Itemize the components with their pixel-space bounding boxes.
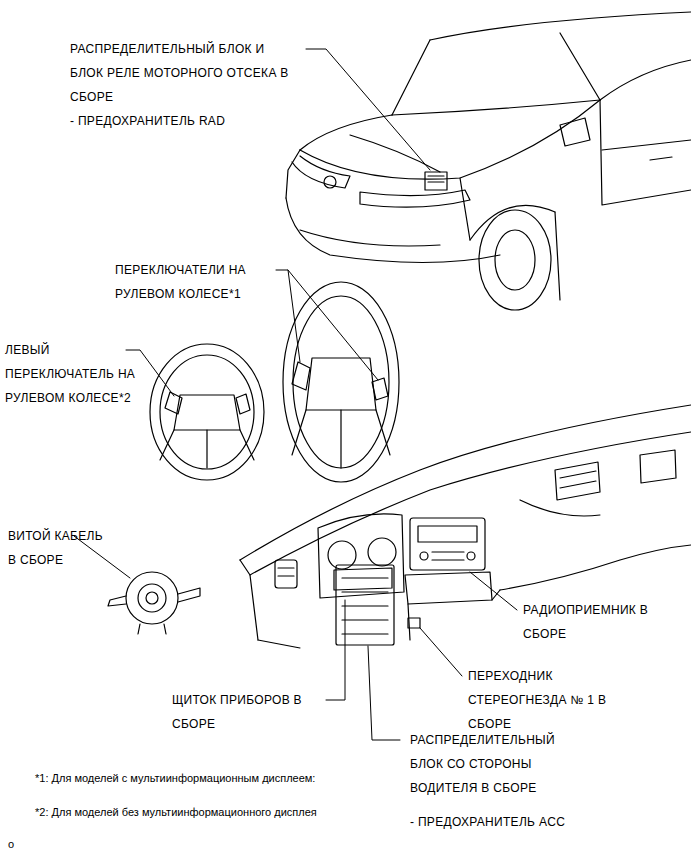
part-name: ПЕРЕХОДНИК СТЕРЕОГНЕЗДА № 1 В СБОРЕ xyxy=(468,664,632,736)
footnote: *2: Для моделей без мультиинформационног… xyxy=(35,804,317,820)
footnote: *1: Для моделей с мультиинформационным д… xyxy=(35,770,315,786)
part-name: РАСПРЕДЕЛИТЕЛЬНЫЙ БЛОК СО СТОРОНЫ ВОДИТЕ… xyxy=(410,728,566,800)
part-name: - ПРЕДОХРАНИТЕЛЬ ACC xyxy=(410,810,565,834)
dashboard xyxy=(240,405,691,648)
part-name: ЛЕВЫЙ ПЕРЕКЛЮЧАТЕЛЬ НА РУЛЕВОМ КОЛЕСЕ*2 xyxy=(5,338,151,410)
part-name: - ПРЕДОХРАНИТЕЛЬ RAD xyxy=(70,109,225,133)
steering-wheel xyxy=(150,344,264,480)
part-name: РАСПРЕДЕЛИТЕЛЬНЫЙ БЛОК И БЛОК РЕЛЕ МОТОР… xyxy=(70,37,298,109)
steering-wheel xyxy=(283,282,399,482)
vehicle-drawing xyxy=(286,12,691,310)
part-name: РАДИОПРИЕМНИК В СБОРЕ xyxy=(523,598,667,646)
spiral-cable xyxy=(108,572,200,634)
part-name: ВИТОЙ КАБЕЛЬ В СБОРЕ xyxy=(8,524,112,572)
part-name: ЩИТОК ПРИБОРОВ В СБОРЕ xyxy=(172,688,324,736)
footnote: o xyxy=(8,836,14,852)
part-name: ПЕРЕКЛЮЧАТЕЛИ НА РУЛЕВОМ КОЛЕСЕ*1 xyxy=(115,258,271,306)
leader-lines xyxy=(74,49,517,740)
